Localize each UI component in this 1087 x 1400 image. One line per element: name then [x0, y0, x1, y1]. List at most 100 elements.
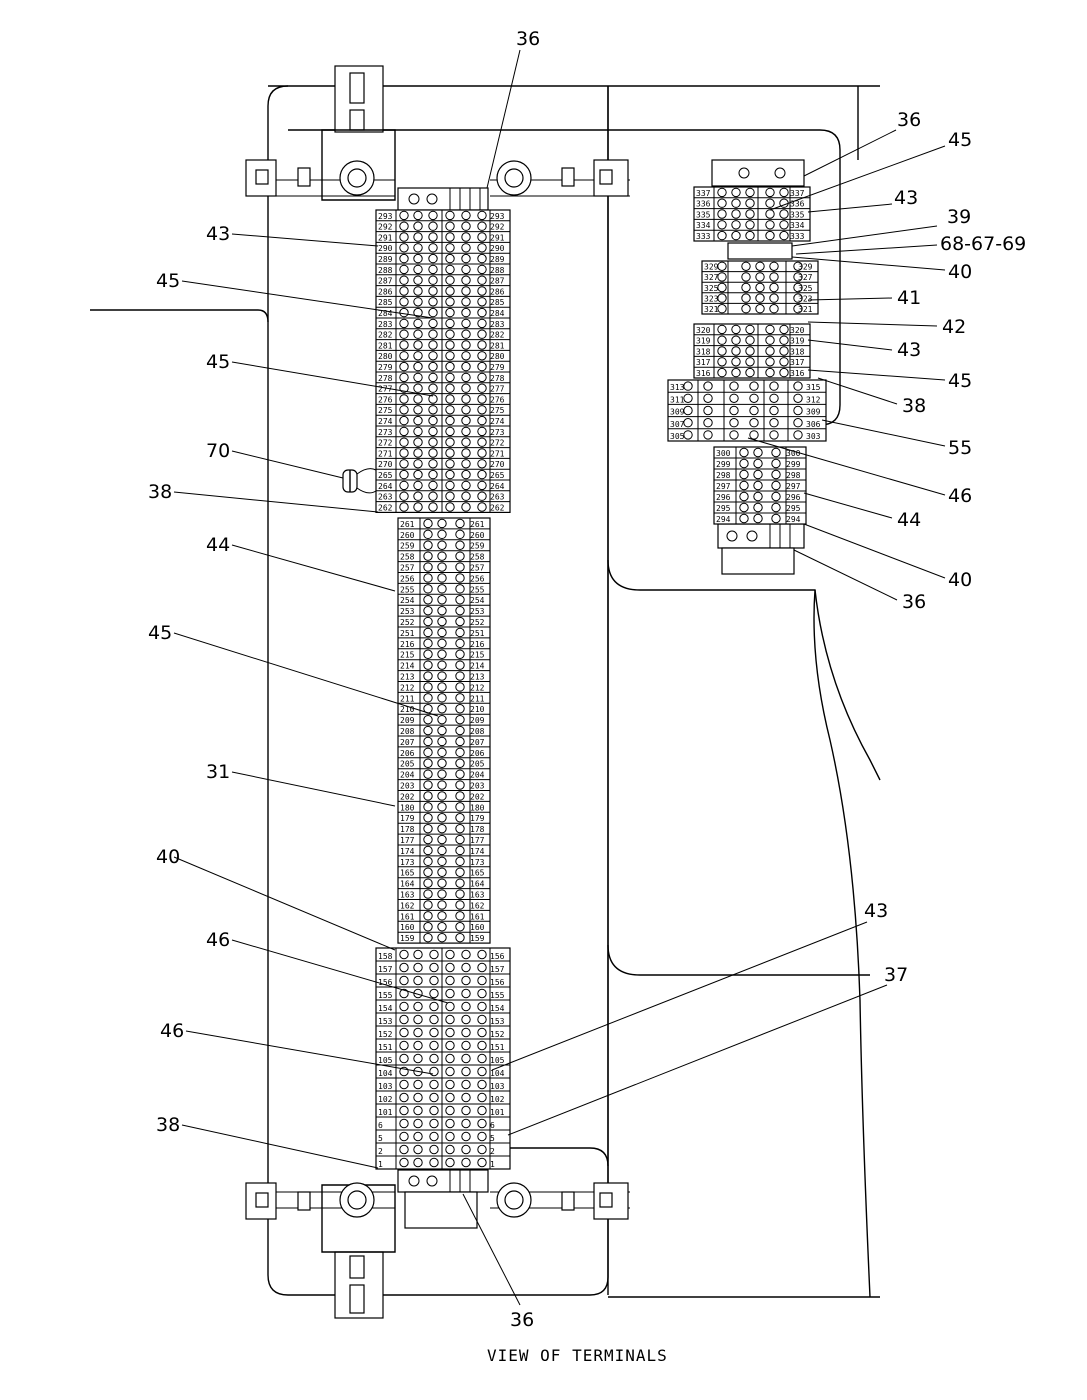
terminal-screw — [455, 889, 465, 899]
terminal-number: 179 — [400, 814, 415, 823]
terminal-screw — [423, 693, 433, 703]
terminal-number: 295 — [786, 504, 801, 513]
terminal-number: 281 — [490, 341, 505, 350]
terminal-screw — [731, 187, 741, 198]
terminal-number: 261 — [400, 520, 415, 529]
terminal-screw — [437, 845, 447, 856]
terminal-number: 287 — [378, 277, 393, 286]
terminal-number: 278 — [378, 374, 393, 383]
terminal-screw — [755, 261, 765, 271]
terminal-screw — [779, 335, 789, 345]
terminal-number: 161 — [400, 912, 415, 921]
terminal-screw — [428, 383, 438, 393]
terminal-screw — [455, 791, 465, 801]
terminal-screw — [445, 1053, 455, 1064]
terminal-screw — [717, 198, 727, 208]
terminal-screw — [741, 272, 751, 282]
terminal-number: 155 — [490, 991, 505, 1000]
terminal-number: 252 — [470, 618, 485, 627]
terminal-number: 162 — [470, 901, 485, 910]
terminal-screw — [731, 335, 741, 345]
terminal-number: 318 — [790, 347, 805, 356]
terminal-screw — [437, 780, 447, 790]
terminal-number: 103 — [378, 1082, 393, 1091]
terminal-screw — [429, 1001, 439, 1012]
terminal-screw — [461, 1027, 471, 1038]
terminal-screw — [477, 264, 487, 275]
terminal-screw — [731, 357, 741, 367]
terminal-screw — [428, 340, 438, 350]
terminal-screw — [428, 329, 438, 339]
terminal-screw — [717, 335, 727, 345]
terminal-number: 251 — [470, 629, 485, 638]
terminal-screw — [477, 232, 487, 242]
terminal-screw — [717, 304, 727, 314]
terminal-number: 164 — [400, 880, 415, 889]
terminal-number: 335 — [696, 210, 711, 219]
terminal-screw — [445, 1027, 455, 1038]
terminal-screw — [477, 307, 487, 318]
terminal-screw — [437, 889, 447, 899]
terminal-number: 293 — [378, 212, 393, 221]
terminal-number: 154 — [490, 1004, 505, 1013]
callout-label: 44 — [897, 509, 921, 531]
terminal-number: 270 — [378, 460, 393, 469]
terminal-number: 297 — [786, 482, 801, 491]
terminal-number: 254 — [470, 596, 485, 605]
terminal-screw — [399, 318, 409, 329]
terminal-number: 208 — [470, 727, 485, 736]
terminal-number: 253 — [470, 607, 485, 616]
terminal-screw — [437, 562, 447, 572]
terminal-number: 282 — [378, 331, 393, 340]
terminal-screw — [765, 187, 775, 198]
terminal-screw — [739, 469, 749, 480]
terminal-screw — [461, 448, 471, 458]
terminal-number: 296 — [716, 493, 731, 502]
leader-lines — [173, 49, 946, 1306]
terminal-screw — [437, 573, 447, 583]
terminal-screw — [445, 1144, 455, 1155]
terminal-screw — [437, 900, 447, 910]
terminal-number: 101 — [490, 1108, 505, 1117]
terminal-screw — [445, 1118, 455, 1129]
terminal-screw — [461, 1131, 471, 1142]
terminal-screw — [429, 1040, 439, 1051]
terminal-screw — [455, 573, 465, 583]
terminal-screw — [455, 551, 465, 561]
terminal-screw — [461, 372, 471, 383]
terminal-screw — [437, 736, 447, 747]
callout-labels: 36 43 45 45 70 38 44 45 31 40 46 46 38 3… — [148, 28, 1026, 1331]
terminal-screw — [477, 361, 487, 372]
terminal-screw — [399, 372, 409, 383]
terminal-screw — [437, 671, 447, 681]
terminal-screw — [428, 426, 438, 437]
terminal-screw — [413, 394, 423, 404]
terminal-screw — [399, 221, 409, 231]
terminal-number: 333 — [790, 232, 805, 241]
terminal-screw — [399, 243, 409, 253]
terminal-screw — [413, 1040, 423, 1051]
terminal-screw — [437, 856, 447, 867]
terminal-screw — [461, 459, 471, 469]
terminal-screw — [399, 405, 409, 415]
terminal-number: 280 — [378, 352, 393, 361]
terminal-screw — [399, 383, 409, 393]
terminal-screw — [445, 480, 455, 491]
terminal-screw — [461, 351, 471, 361]
terminal-screw — [428, 361, 438, 372]
terminal-screw — [769, 381, 779, 391]
terminal-number: 311 — [670, 395, 685, 404]
terminal-screw — [445, 469, 455, 480]
terminal-screw — [445, 286, 455, 296]
terminal-screw — [429, 1118, 439, 1129]
terminal-number: 6 — [378, 1121, 383, 1130]
strip-body — [397, 517, 491, 944]
terminal-number: 325 — [798, 284, 813, 293]
terminal-number: 204 — [470, 771, 485, 780]
terminal-screw — [399, 949, 409, 960]
terminal-number: 157 — [378, 965, 393, 974]
terminal-screw — [423, 802, 433, 812]
terminal-screw — [445, 459, 455, 469]
terminal-screw — [477, 502, 487, 512]
